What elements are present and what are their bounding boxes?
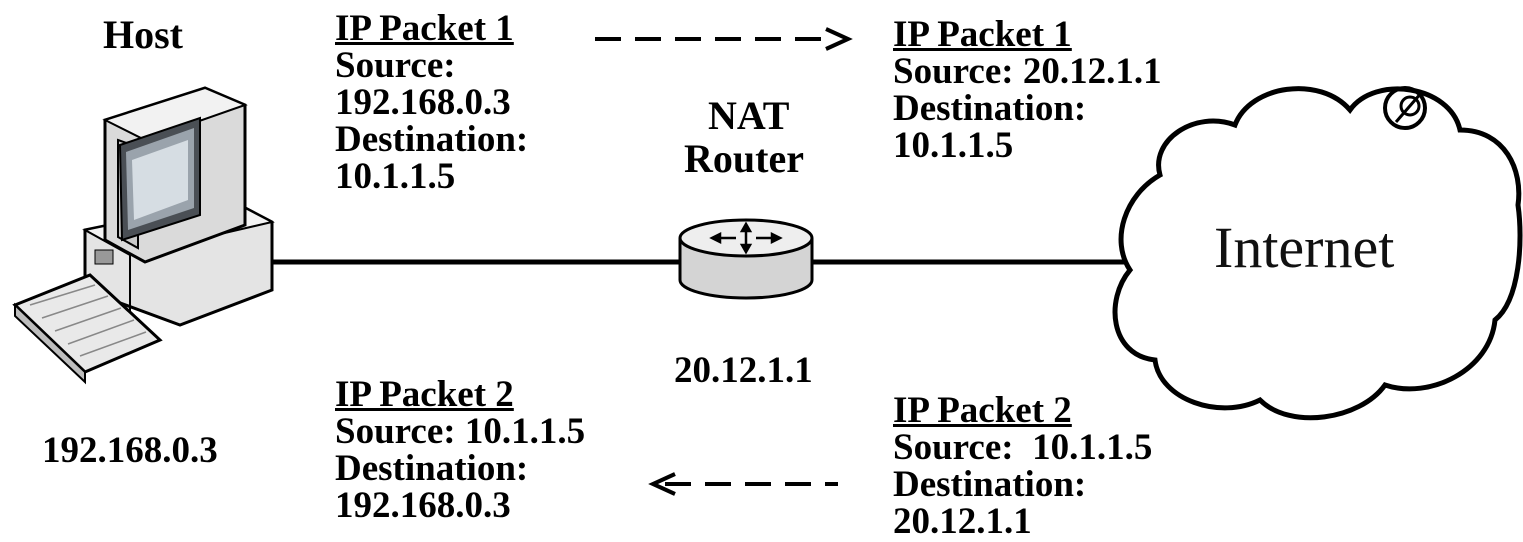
- packet1-left-source-label: Source:: [335, 45, 456, 86]
- arrow-left-dashed: [648, 472, 838, 496]
- packet1-right-title: IP Packet 1: [893, 14, 1072, 55]
- router-ip: 20.12.1.1: [674, 350, 813, 391]
- packet1-right-destination-label: Destination:: [893, 88, 1087, 129]
- host-label: Host: [103, 12, 183, 57]
- packet2-left: IP Packet 2 Source: 10.1.1.5 Destination…: [335, 376, 585, 524]
- diagram-canvas: [12, 27, 1523, 496]
- router-label-nat: NAT: [708, 93, 790, 138]
- router-icon: [678, 218, 814, 300]
- packet1-left-destination-ip: 10.1.1.5: [335, 156, 456, 197]
- arrow-right-dashed: [595, 27, 853, 51]
- internet-cloud-icon: [1112, 86, 1523, 421]
- router-label-router: Router: [684, 136, 804, 181]
- packet1-left-destination-label: Destination:: [335, 119, 529, 160]
- computer-icon: [12, 86, 275, 385]
- packet2-left-destination-ip: 192.168.0.3: [335, 485, 511, 526]
- packet1-left-source-ip: 192.168.0.3: [335, 82, 511, 123]
- packet2-right-destination-label: Destination:: [893, 464, 1087, 505]
- packet2-left-title: IP Packet 2: [335, 374, 514, 415]
- internet-label: Internet: [1214, 215, 1395, 280]
- packet1-right-destination-ip: 10.1.1.5: [893, 125, 1014, 166]
- packet2-right-destination-ip: 20.12.1.1: [893, 501, 1032, 542]
- packet2-right-source: Source: 10.1.1.5: [893, 427, 1153, 468]
- packet2-right: IP Packet 2 Source: 10.1.1.5 Destination…: [893, 392, 1152, 540]
- packet1-right: IP Packet 1 Source: 20.12.1.1 Destinatio…: [893, 16, 1162, 164]
- packet1-left-title: IP Packet 1: [335, 8, 514, 49]
- packet2-left-source: Source: 10.1.1.5: [335, 411, 586, 452]
- packet2-right-title: IP Packet 2: [893, 390, 1072, 431]
- host-ip: 192.168.0.3: [42, 430, 218, 471]
- packet1-right-source: Source: 20.12.1.1: [893, 51, 1162, 92]
- packet1-left: IP Packet 1 Source: 192.168.0.3 Destinat…: [335, 10, 528, 195]
- packet2-left-destination-label: Destination:: [335, 448, 529, 489]
